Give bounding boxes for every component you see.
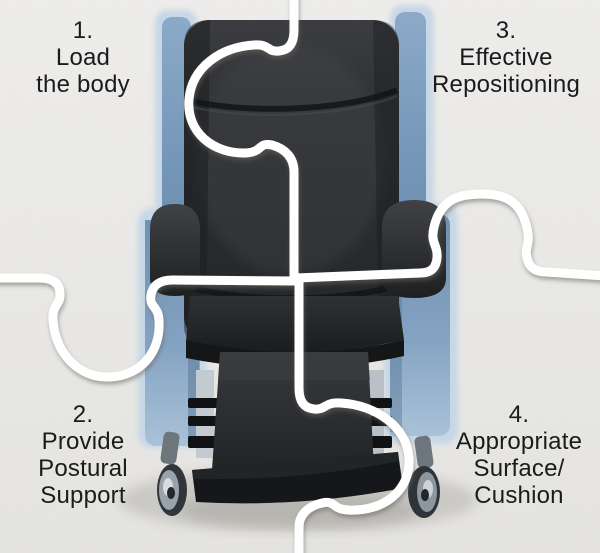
step-1-number: 1. — [72, 17, 94, 44]
headrest-seam — [187, 87, 399, 112]
armpad-left — [150, 204, 200, 296]
step-1-line: the body — [36, 71, 130, 98]
step-4-line: Cushion — [474, 482, 564, 509]
step-4-label: 4. Appropriate Surface/ Cushion — [433, 401, 600, 509]
step-2-number: 2. — [72, 401, 94, 428]
step-2-line: Provide — [41, 428, 125, 455]
footboard-top — [192, 452, 399, 480]
puzzle-line-vertical-bottom — [294, 274, 414, 553]
step-3-line: Repositioning — [431, 71, 581, 98]
step-4-line: Surface/ — [473, 455, 565, 482]
step-1-line: Load — [55, 44, 111, 71]
step-3-label: 3. Effective Repositioning — [412, 17, 600, 98]
headrest-seam-highlight — [187, 95, 398, 116]
legrest-top-highlight — [218, 352, 370, 380]
step-2-line: Postural — [38, 455, 128, 482]
step-4-number: 4. — [508, 401, 530, 428]
step-3-number: 3. — [495, 17, 517, 44]
caster-right — [408, 435, 440, 518]
step-2-line: Support — [40, 482, 126, 509]
step-4-line: Appropriate — [455, 428, 583, 455]
puzzle-line-horizontal-left — [0, 273, 301, 382]
caster-left — [157, 431, 187, 516]
puzzle-line-vertical-top — [184, 0, 299, 284]
step-3-line: Effective — [459, 44, 553, 71]
step-2-label: 2. Provide Postural Support — [0, 401, 166, 509]
step-1-label: 1. Load the body — [0, 17, 166, 98]
puzzle-line-horizontal-right — [291, 189, 600, 283]
legrest-pad — [212, 352, 374, 470]
